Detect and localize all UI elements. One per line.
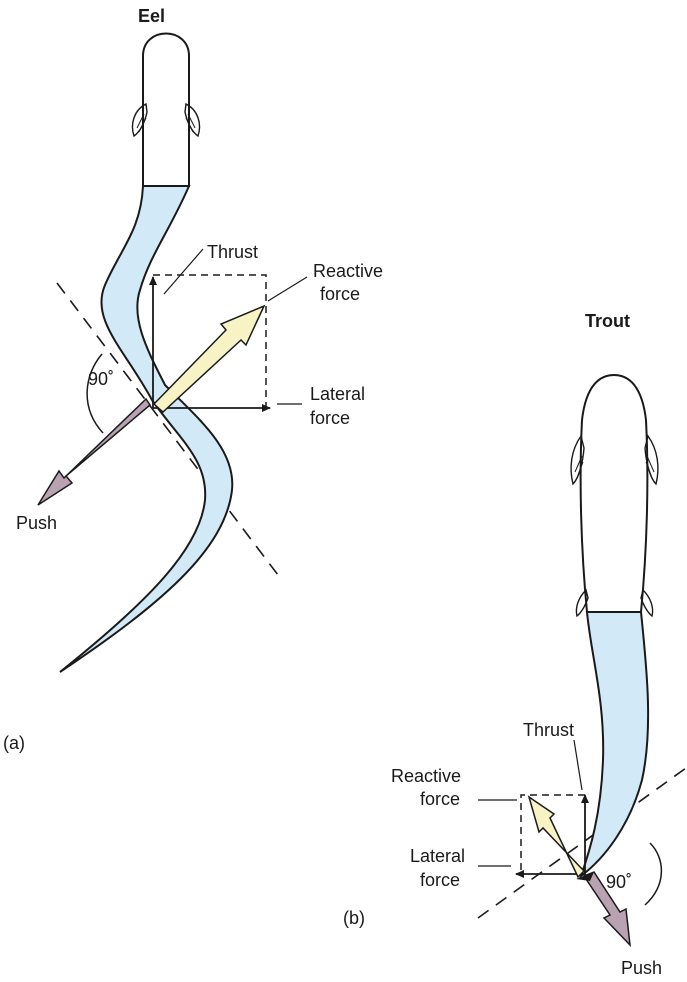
trout-reactive-label-line2: force <box>420 789 460 809</box>
eel-angle-arc <box>87 354 103 433</box>
eel-lateral-label-line1: Lateral <box>310 384 365 404</box>
eel-panel-tag: (a) <box>3 733 25 753</box>
eel-push-label: Push <box>16 513 57 533</box>
eel-reactive-force-arrow <box>154 306 264 412</box>
trout-reactive-label-line1: Reactive <box>391 766 461 786</box>
eel-thrust-leader <box>164 249 203 294</box>
trout-push-label: Push <box>621 958 662 978</box>
eel-reactive-label-line2: force <box>320 284 360 304</box>
trout-lateral-label-line1: Lateral <box>410 846 465 866</box>
eel-head <box>143 34 189 187</box>
trout-thrust-leader <box>574 740 582 790</box>
eel-thrust-label: Thrust <box>207 242 258 262</box>
trout-panel-tag: (b) <box>343 908 365 928</box>
trout-dashed-line <box>478 768 686 918</box>
trout-title: Trout <box>585 311 630 331</box>
eel-title: Eel <box>138 6 165 26</box>
eel-push-arrow <box>38 399 150 505</box>
trout-panel: Trout Thrust Reactive force Lateral f <box>343 311 686 978</box>
trout-angle-arc <box>645 843 661 905</box>
trout-thrust-label: Thrust <box>523 720 574 740</box>
trout-angle-label: 90˚ <box>606 872 632 892</box>
trout-body <box>581 375 648 612</box>
trout-lateral-label-line2: force <box>420 870 460 890</box>
eel-reactive-label-line1: Reactive <box>313 261 383 281</box>
eel-panel: Eel Thrust Reactive force Lateral force … <box>3 6 383 753</box>
eel-angle-label: 90˚ <box>88 369 114 389</box>
eel-reactive-leader <box>268 277 307 301</box>
trout-reactive-force-arrow <box>529 797 584 877</box>
eel-lateral-label-line2: force <box>310 408 350 428</box>
